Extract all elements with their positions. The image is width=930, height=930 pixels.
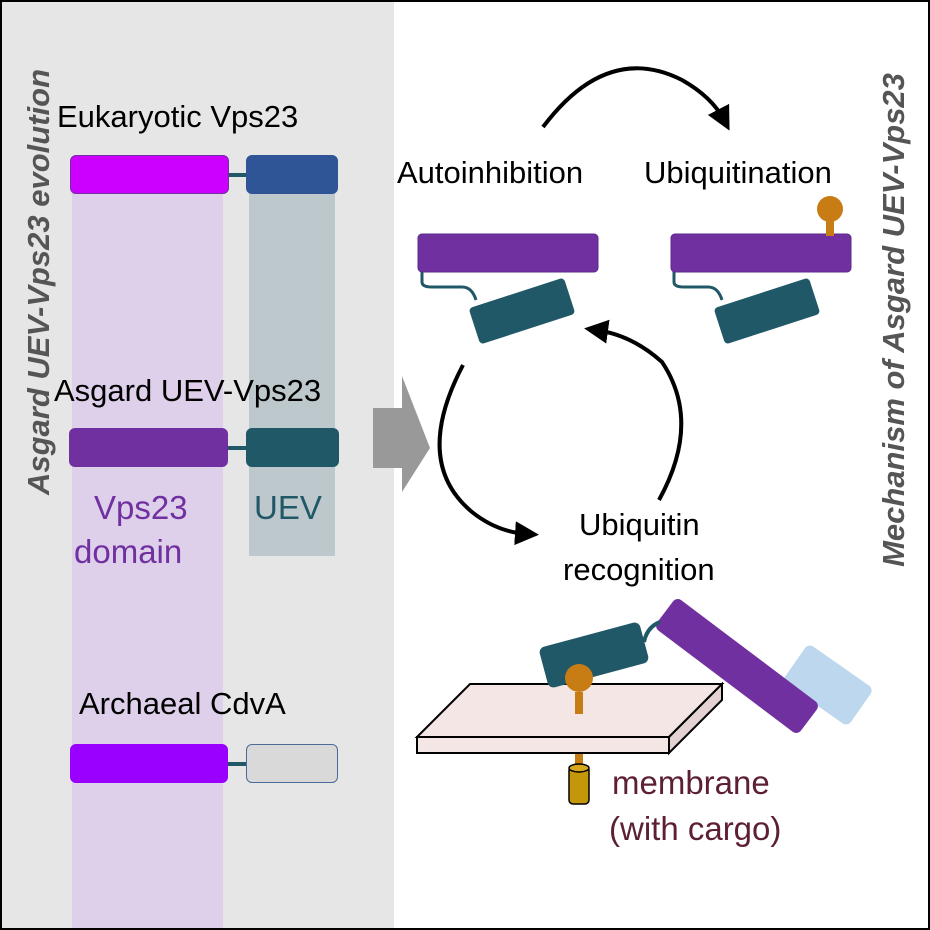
membrane-ubiquitin-icon <box>565 664 593 692</box>
binding-partner <box>784 645 872 725</box>
right-arrow-icon <box>373 376 430 492</box>
ubiquitinated-vps23-domain <box>670 233 852 273</box>
autoinhibited-complex <box>417 233 599 344</box>
archaeal-vps23-domain <box>70 744 228 783</box>
uev-domain-label: UEV <box>254 489 322 526</box>
arrow-autoinhibition-to-ubiquitination <box>541 66 730 131</box>
protein-label-archaeal: Archaeal CdvA <box>79 686 286 721</box>
mechanism-panel <box>394 2 928 928</box>
autoinhibited-vps23-domain <box>417 233 599 273</box>
recognition-uev-domain <box>539 622 649 688</box>
archaeal-linker <box>228 762 246 766</box>
archaeal-missing-uev-outline <box>246 744 338 783</box>
eukaryotic-uev-domain <box>246 155 338 194</box>
membrane-ubiquitin-stem <box>575 692 583 714</box>
protein-label-asgard: Asgard UEV-Vps23 <box>54 373 322 408</box>
vps23-domain-label-line1: Vps23 <box>94 489 188 526</box>
state-label-recognition-line2: recognition <box>563 552 715 587</box>
ubiquitin-icon <box>817 196 843 222</box>
protein-label-eukaryotic: Eukaryotic Vps23 <box>57 99 299 134</box>
autoinhibited-uev-domain <box>469 278 575 344</box>
state-label-autoinhibition: Autoinhibition <box>397 155 584 190</box>
ubiquitin-stem <box>826 216 834 236</box>
arrow-autoinhibition-to-recognition <box>437 364 539 546</box>
arrow-recognition-to-autoinhibition <box>584 319 684 501</box>
recognition-vps23-domain <box>656 599 818 733</box>
ubiquitinated-complex <box>670 196 852 344</box>
eukaryotic-vps23-domain <box>70 155 229 194</box>
cargo <box>568 754 590 805</box>
membrane-label-line1: membrane <box>612 764 770 801</box>
uev-domain-shade <box>249 190 335 556</box>
vps23-domain-shade <box>72 190 223 928</box>
eukaryotic-linker <box>229 173 247 177</box>
state-label-recognition-line1: Ubiquitin <box>579 507 700 542</box>
state-label-ubiquitination: Ubiquitination <box>644 155 832 190</box>
membrane-label-line2: (with cargo) <box>609 810 782 847</box>
membrane <box>414 681 725 756</box>
asgard-linker <box>228 446 246 450</box>
recognition-complex <box>539 599 872 733</box>
ubiquitinated-uev-domain <box>714 278 820 344</box>
asgard-vps23-domain <box>69 428 228 467</box>
vps23-domain-label-line2: domain <box>74 533 183 570</box>
asgard-uev-domain <box>246 428 339 467</box>
